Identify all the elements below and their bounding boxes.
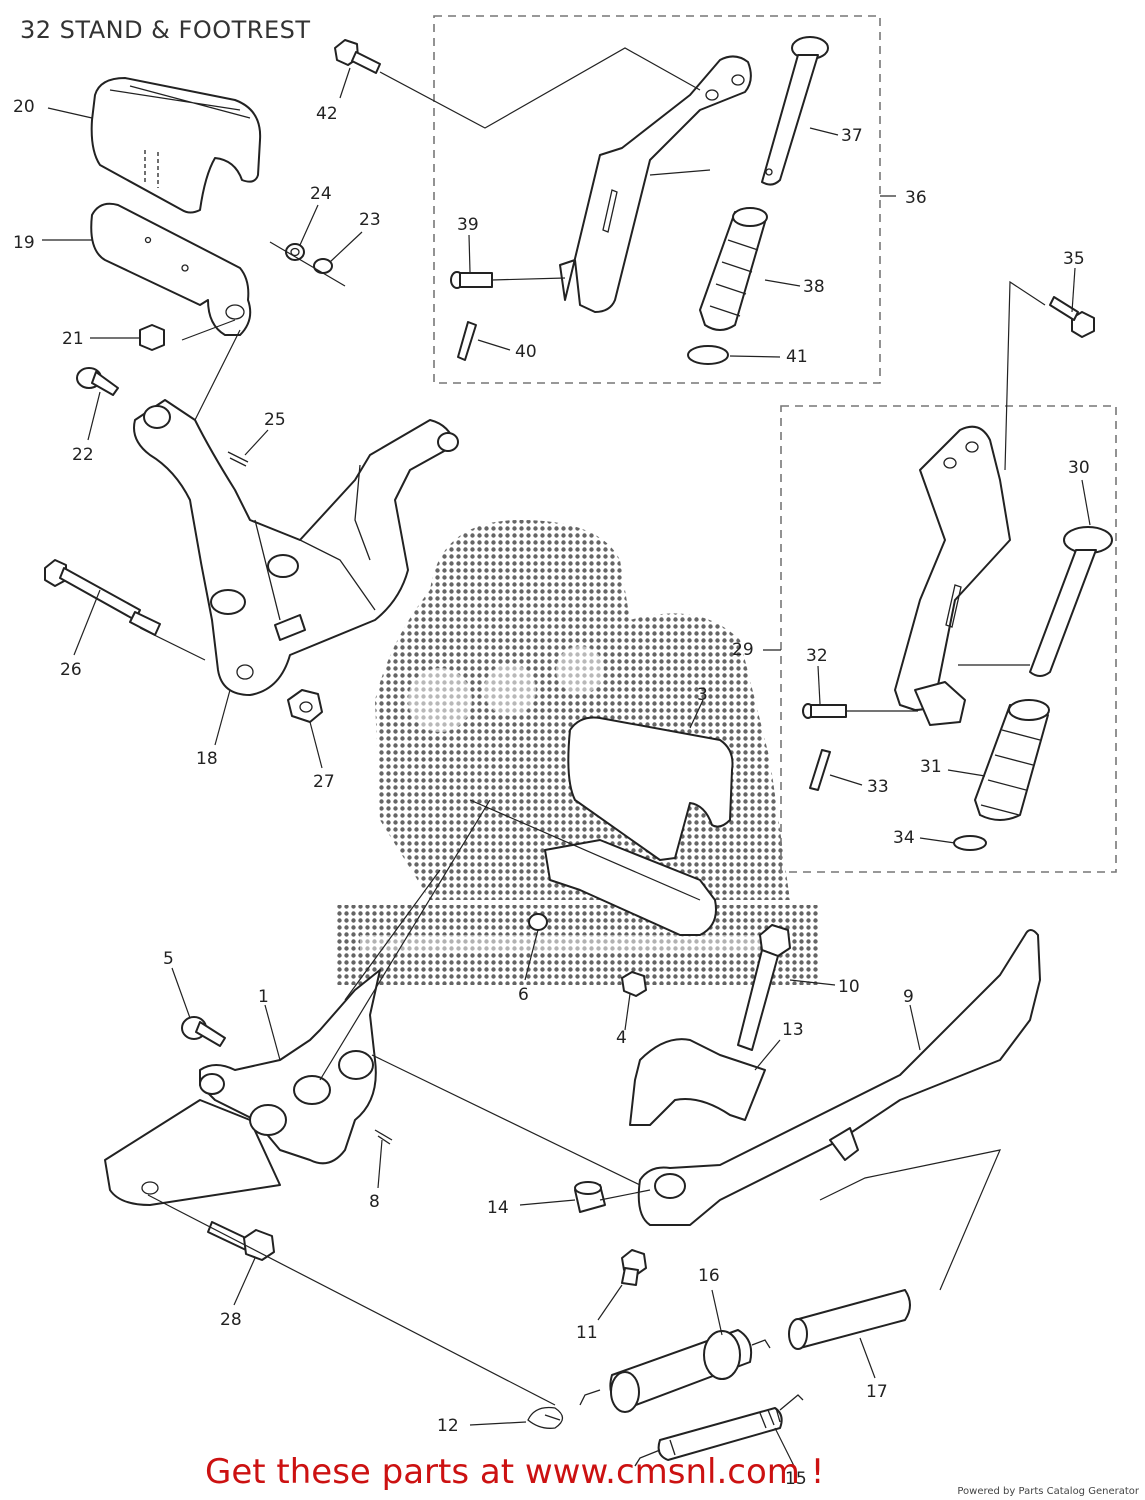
callout-3: 3: [697, 685, 708, 705]
callout-15: 15: [785, 1469, 807, 1489]
pin-37: [761, 36, 829, 186]
callout-17: 17: [866, 1382, 888, 1402]
diagram-title: 32 STAND & FOOTREST: [20, 16, 311, 44]
bolt-28: [207, 1221, 275, 1261]
footrest-bracket-19: [90, 202, 252, 336]
main-bracket-18: [133, 399, 459, 696]
credit-text: Powered by Parts Catalog Generator: [957, 1486, 1139, 1497]
callout-4: 4: [616, 1028, 627, 1048]
spring-washer-6: [528, 913, 548, 931]
pin-30: [1029, 526, 1113, 677]
clip-12: [527, 1406, 564, 1429]
callout-25: 25: [264, 410, 286, 430]
callout-29: 29: [732, 640, 754, 660]
callout-22: 22: [72, 445, 94, 465]
callout-21: 21: [62, 329, 84, 349]
tube-17: [788, 1289, 911, 1350]
pin-39: [450, 271, 493, 289]
footrest-3: [544, 716, 734, 936]
callout-30: 30: [1068, 458, 1090, 478]
callout-39: 39: [457, 215, 479, 235]
passenger-bracket-29: [894, 425, 1011, 726]
callout-13: 13: [782, 1020, 804, 1040]
callout-11: 11: [576, 1323, 598, 1343]
bolt-35: [1049, 296, 1095, 338]
collar-14: [574, 1181, 606, 1213]
footpeg-rubber-38: [699, 207, 768, 331]
group-box-36: [433, 15, 881, 384]
pin-5: [181, 1016, 226, 1047]
callout-labels: 1 3 4 5 6 8 9 10 11 12 13 14 15 16 17 18…: [13, 97, 1090, 1489]
spring-15: [634, 1394, 804, 1467]
callout-26: 26: [60, 660, 82, 680]
callout-10: 10: [838, 977, 860, 997]
callout-41: 41: [786, 347, 808, 367]
callout-20: 20: [13, 97, 35, 117]
callout-27: 27: [313, 772, 335, 792]
promo-link-text[interactable]: Get these parts at www.cmsnl.com !: [205, 1452, 825, 1492]
spring-16: [579, 1329, 771, 1413]
callout-33: 33: [867, 777, 889, 797]
bolt-42: [334, 39, 381, 74]
bolt-10: [737, 924, 791, 1051]
callout-35: 35: [1063, 249, 1085, 269]
callout-34: 34: [893, 828, 915, 848]
side-stand-9: [637, 929, 1041, 1226]
washer-23: [313, 258, 333, 274]
callout-31: 31: [920, 757, 942, 777]
callout-24: 24: [310, 184, 332, 204]
callout-12: 12: [437, 1416, 459, 1436]
cotter-pin-25: [227, 451, 249, 467]
callout-42: 42: [316, 104, 338, 124]
main-stand-1: [104, 969, 381, 1206]
nut-4: [621, 971, 647, 997]
callout-32: 32: [806, 646, 828, 666]
leader-lines: [42, 47, 1091, 1469]
callout-1: 1: [258, 987, 269, 1007]
cotter-pin-8: [374, 1129, 393, 1145]
bolt-11: [621, 1249, 647, 1286]
footpeg-rubber-31: [974, 699, 1050, 821]
group-box-29: [780, 405, 1117, 873]
bolt-26: [44, 559, 161, 636]
callout-6: 6: [518, 985, 529, 1005]
callout-38: 38: [803, 277, 825, 297]
collar-24: [285, 243, 305, 261]
callout-36: 36: [905, 188, 927, 208]
passenger-bracket-36: [559, 55, 752, 313]
footrest-rubber-20: [90, 77, 262, 214]
callout-37: 37: [841, 126, 863, 146]
cotter-pin-40: [457, 321, 477, 361]
callout-14: 14: [487, 1198, 509, 1218]
nut-27: [287, 689, 323, 723]
callout-5: 5: [163, 949, 174, 969]
callout-19: 19: [13, 233, 35, 253]
pin-32: [802, 703, 847, 719]
nut-21: [139, 324, 165, 351]
callout-28: 28: [220, 1310, 242, 1330]
pin-22: [76, 367, 119, 396]
callout-8: 8: [369, 1192, 380, 1212]
callout-23: 23: [359, 210, 381, 230]
cover-13: [629, 1038, 766, 1126]
callout-40: 40: [515, 342, 537, 362]
callout-9: 9: [903, 987, 914, 1007]
callout-18: 18: [196, 749, 218, 769]
cotter-pin-33: [809, 749, 831, 791]
washer-34: [953, 835, 987, 851]
washer-41: [687, 345, 729, 365]
callout-16: 16: [698, 1266, 720, 1286]
